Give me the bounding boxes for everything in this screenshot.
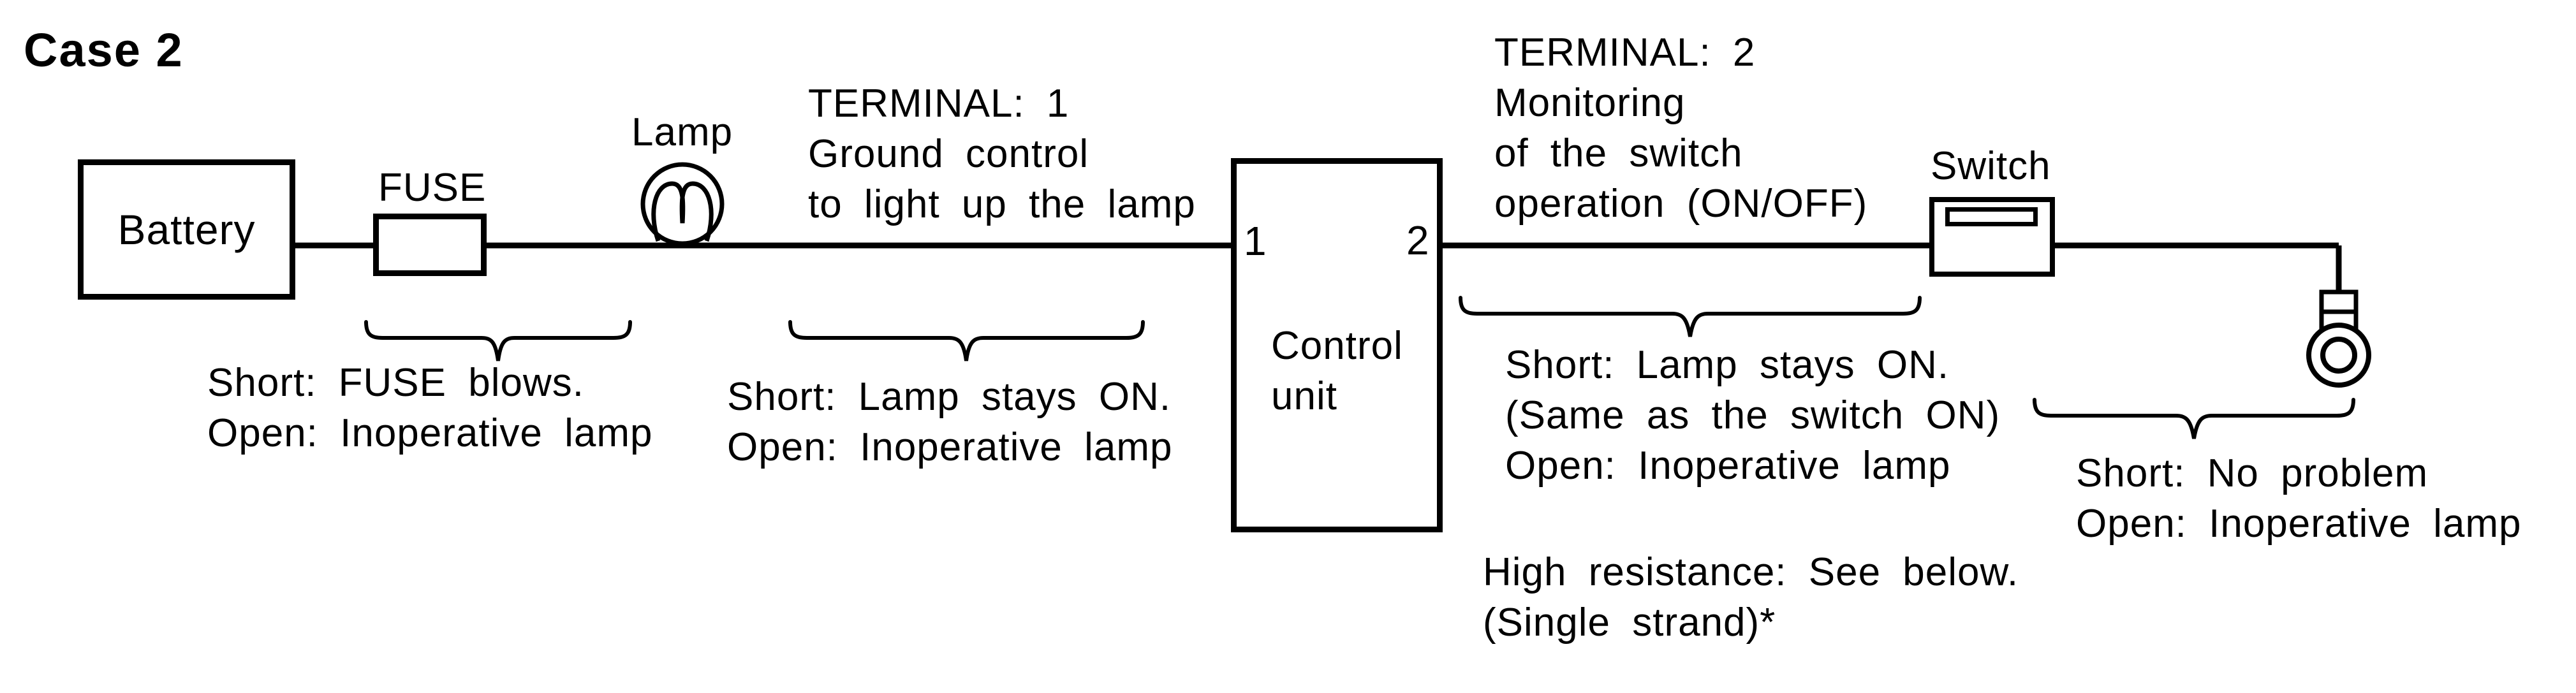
brace-fuse-segment [364, 320, 632, 361]
fuse-fault-note: Short: FUSE blows. Open: Inoperative lam… [207, 358, 653, 458]
control-unit-label-line2: unit [1271, 374, 1337, 418]
terminal1-line1: TERMINAL: 1 [808, 82, 1070, 126]
switch-label: Switch [1931, 144, 2051, 188]
terminal2-fault-line3: Open: Inoperative lamp [1505, 444, 1951, 488]
brace-terminal2-segment [1459, 296, 1922, 337]
brace-ground-segment [2033, 398, 2355, 439]
control-unit-label-line1: Control [1271, 324, 1403, 368]
terminal1-fault-line2: Open: Inoperative lamp [727, 425, 1173, 469]
high-resistance-note: High resistance: See below. (Single stra… [1483, 547, 2019, 648]
switch-slot-icon [1945, 207, 2038, 226]
terminal2-fault-line1: Short: Lamp stays ON. [1505, 343, 1950, 387]
terminal2-fault-line2: (Same as the switch ON) [1505, 393, 2001, 437]
ground-fault-line2: Open: Inoperative lamp [2076, 502, 2522, 546]
terminal1-line3: to light up the lamp [808, 182, 1196, 226]
terminal1-line2: Ground control [808, 132, 1089, 176]
ground-fault-note: Short: No problem Open: Inoperative lamp [2076, 448, 2522, 549]
control-unit-label: Control unit [1271, 321, 1403, 421]
terminal1-annotation: TERMINAL: 1 Ground control to light up t… [808, 78, 1196, 230]
control-terminal-2: 2 [1406, 217, 1430, 263]
fuse-label: FUSE [378, 166, 487, 210]
control-unit-box [1231, 158, 1443, 532]
terminal2-annotation: TERMINAL: 2 Monitoring of the switch ope… [1494, 27, 1867, 229]
terminal2-line1: TERMINAL: 2 [1494, 31, 1756, 75]
lamp-icon [640, 162, 725, 246]
terminal2-line4: operation (ON/OFF) [1494, 182, 1868, 226]
ground-terminal-icon [2306, 289, 2371, 388]
lamp-label: Lamp [631, 110, 733, 154]
fuse-fault-line1: Short: FUSE blows. [207, 361, 584, 405]
fuse-fault-line2: Open: Inoperative lamp [207, 411, 653, 455]
ground-fault-line1: Short: No problem [2076, 451, 2429, 495]
terminal1-fault-line1: Short: Lamp stays ON. [727, 375, 1172, 419]
battery-box: Battery [78, 159, 295, 300]
terminal2-fault-note: Short: Lamp stays ON. (Same as the switc… [1505, 340, 2000, 491]
fuse-box [373, 214, 487, 276]
brace-terminal1-segment [788, 320, 1145, 361]
terminal2-line3: of the switch [1494, 131, 1743, 175]
wire-main [295, 242, 2342, 295]
control-terminal-1: 1 [1244, 218, 1267, 264]
high-resistance-line1: High resistance: See below. [1483, 550, 2019, 594]
terminal2-line2: Monitoring [1494, 81, 1686, 125]
high-resistance-line2: (Single strand)* [1483, 601, 1776, 645]
terminal1-fault-note: Short: Lamp stays ON. Open: Inoperative … [727, 372, 1173, 472]
battery-label: Battery [117, 206, 256, 253]
page-title: Case 2 [24, 24, 184, 77]
